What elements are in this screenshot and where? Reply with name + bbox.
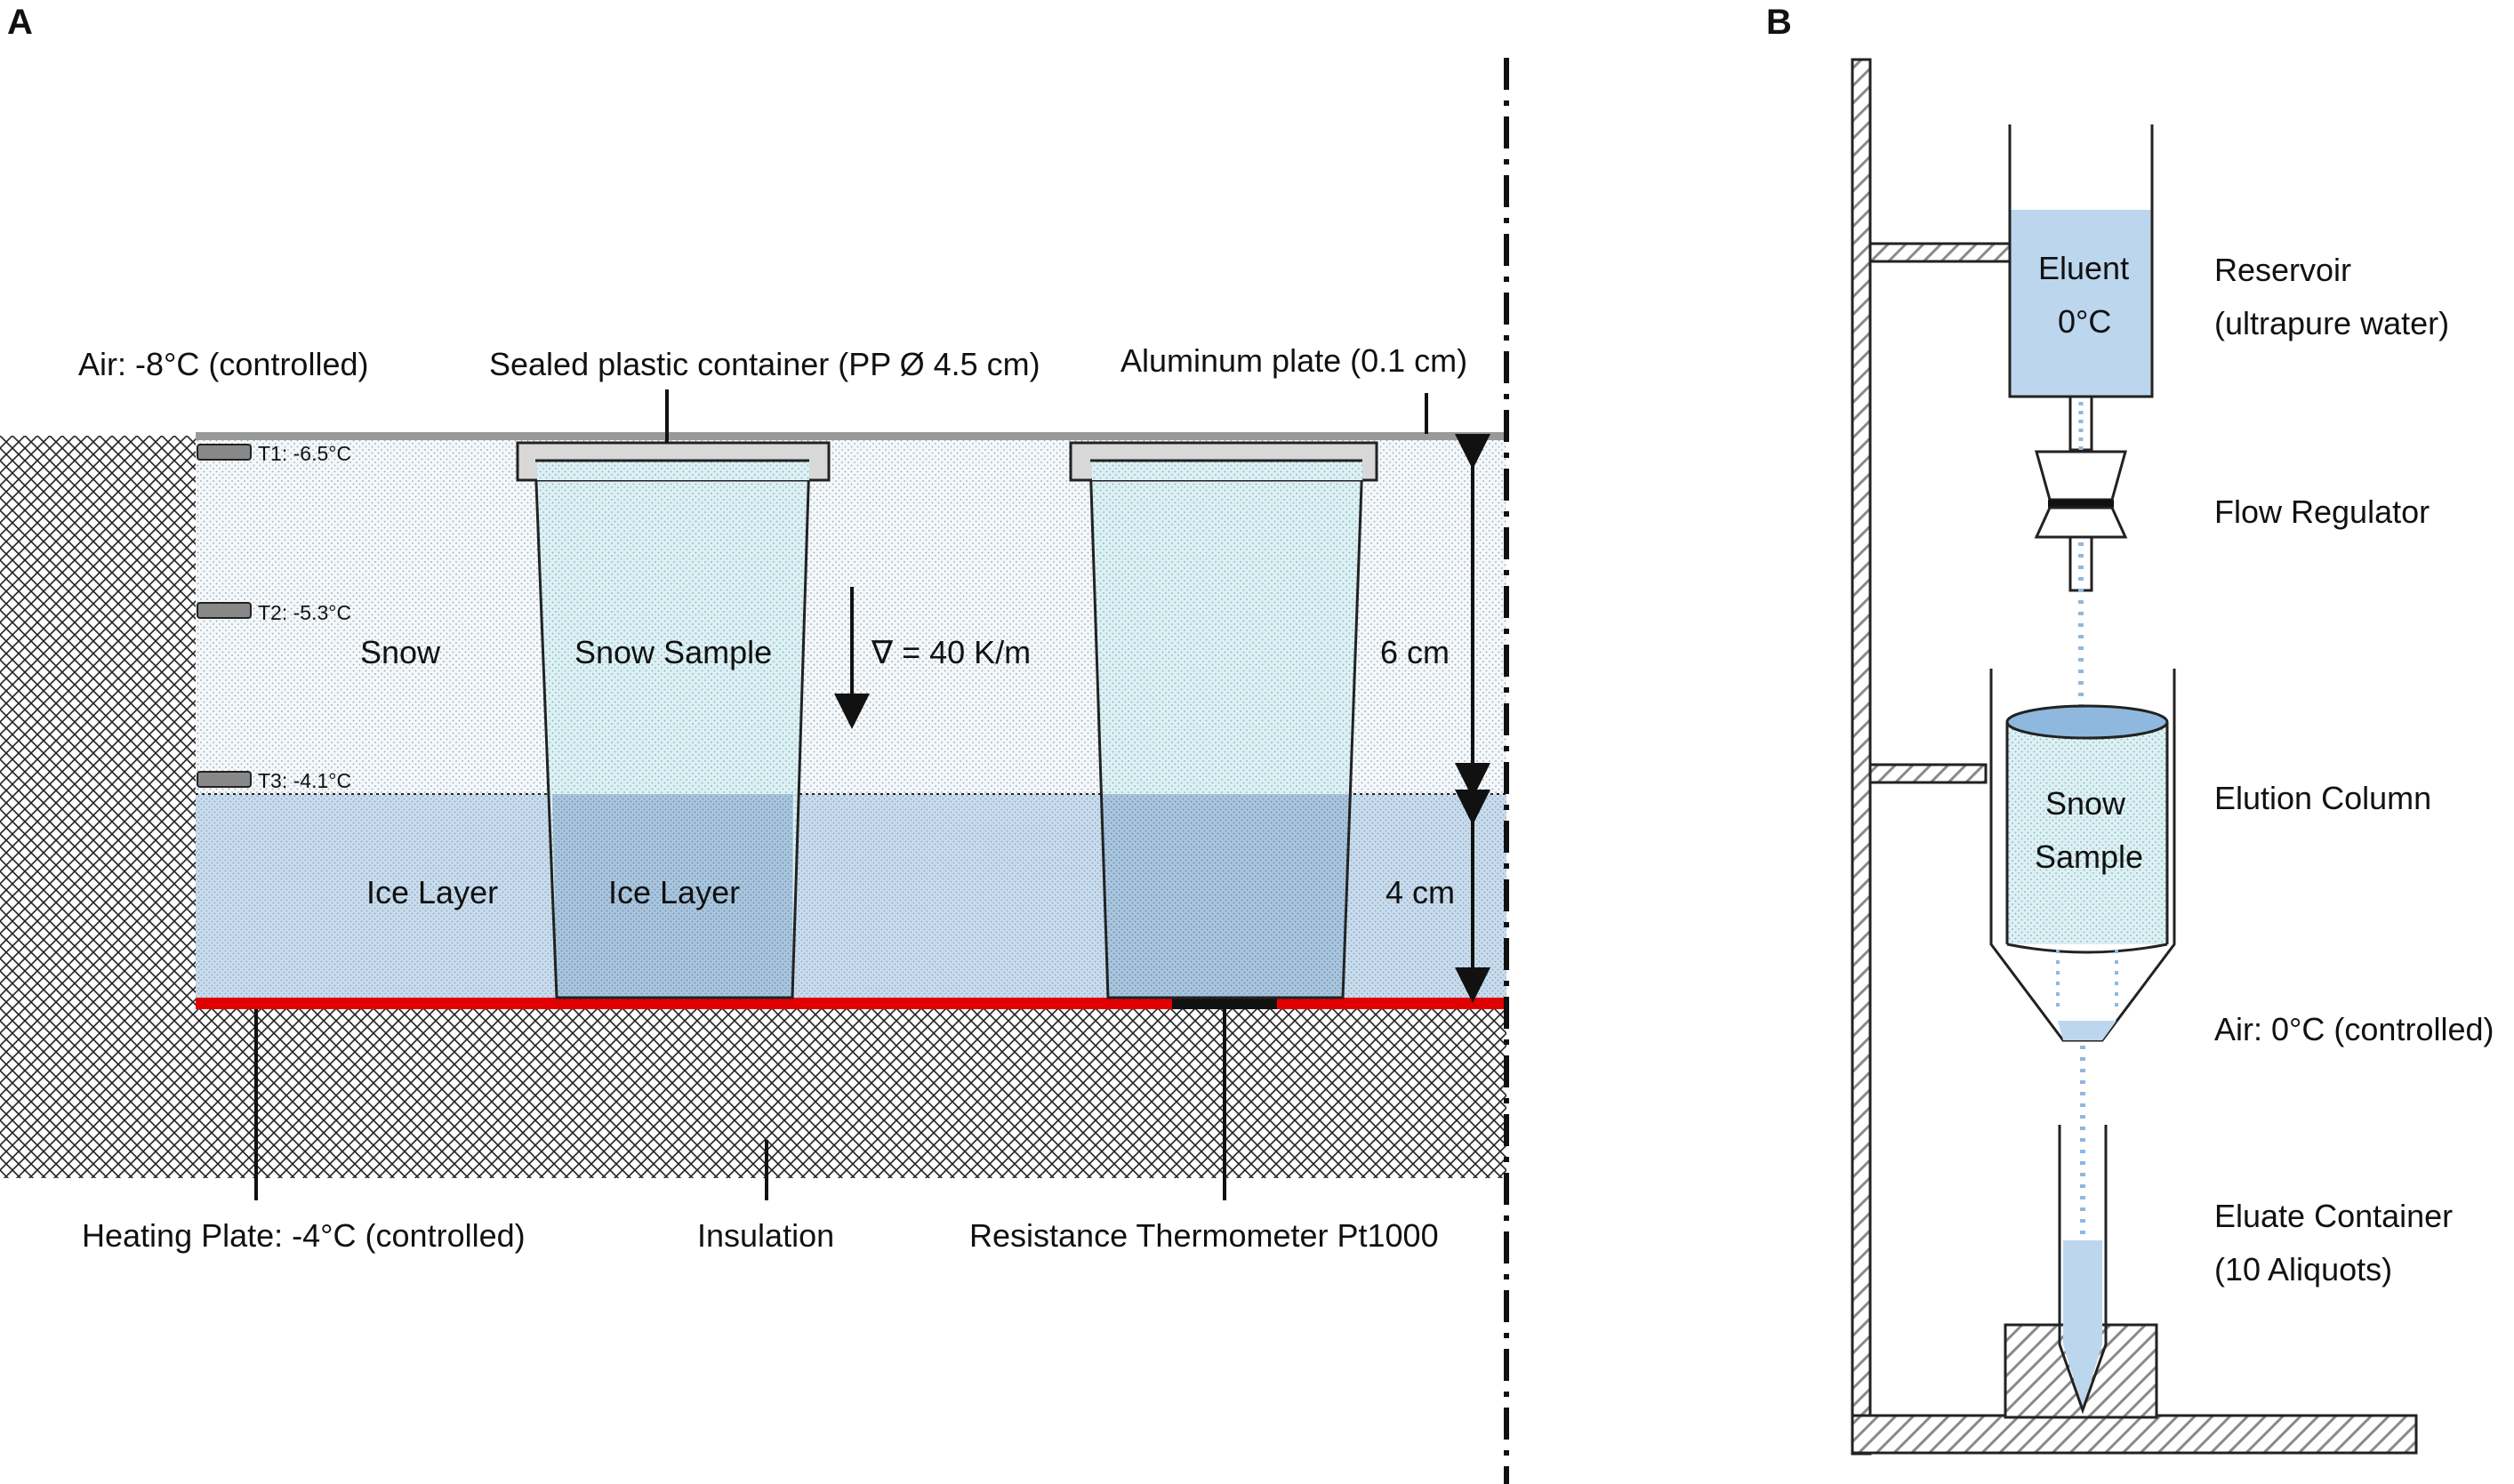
- sensor-t1: [197, 444, 252, 461]
- snow-sample-label: Snow Sample: [574, 634, 772, 670]
- eluate-label-line2: (10 Aliquots): [2214, 1251, 2392, 1287]
- ice-sample-label: Ice Layer: [608, 874, 740, 910]
- aluminum-plate: [196, 432, 1506, 440]
- air-label: Air: -8°C (controlled): [78, 346, 368, 382]
- ice-label: Ice Layer: [366, 874, 498, 910]
- reservoir: [2008, 124, 2154, 398]
- sample-container-2: [1069, 441, 1378, 999]
- panel-b-label: B: [1766, 3, 1792, 42]
- heating-plate: [196, 998, 1506, 1009]
- container-label: Sealed plastic container (PP Ø 4.5 cm): [489, 346, 1040, 382]
- sensor-t3: [197, 771, 252, 788]
- stand-pole: [1851, 58, 1872, 1456]
- panel-a-label: A: [7, 3, 33, 42]
- eluent-label-line1: Eluent: [2038, 250, 2129, 286]
- gradient-label: ∇ = 40 K/m: [871, 634, 1031, 670]
- panel-a: A: [0, 3, 1509, 1484]
- flow-regulator: [2034, 450, 2128, 539]
- plate-label: Aluminum plate (0.1 cm): [1120, 342, 1467, 379]
- heating-label: Heating Plate: -4°C (controlled): [82, 1217, 526, 1254]
- insulation-left: [0, 436, 196, 1178]
- ice-height-label: 4 cm: [1386, 874, 1455, 910]
- sensor-t3-label: T3: -4.1°C: [258, 769, 351, 792]
- flow-regulator-label: Flow Regulator: [2214, 493, 2430, 530]
- sensor-t2-label: T2: -5.3°C: [258, 601, 351, 624]
- elution-column: [1989, 669, 2176, 1042]
- reservoir-label-line1: Reservoir: [2214, 252, 2351, 288]
- column-arm: [1868, 763, 1988, 784]
- air-b-label: Air: 0°C (controlled): [2214, 1011, 2494, 1047]
- stand-base: [1851, 1414, 2418, 1455]
- sensor-t1-label: T1: -6.5°C: [258, 442, 351, 465]
- insulation-bottom: [196, 1005, 1506, 1178]
- thermometer-label: Resistance Thermometer Pt1000: [969, 1217, 1439, 1254]
- panel-b: B Eluent 0°C: [1766, 3, 2494, 1456]
- eluate-label-line1: Eluate Container: [2214, 1198, 2453, 1234]
- eluate-container: [2058, 1125, 2108, 1415]
- column-sample-line2: Sample: [2035, 838, 2143, 875]
- sample-container-1: [516, 441, 831, 999]
- reservoir-arm: [1868, 242, 2012, 263]
- insulation-label: Insulation: [697, 1217, 834, 1254]
- resistance-thermometer: [1172, 998, 1277, 1009]
- column-sample-line1: Snow: [2045, 785, 2126, 822]
- eluent-label-line2: 0°C: [2058, 303, 2111, 340]
- elution-column-label: Elution Column: [2214, 780, 2431, 816]
- snow-height-label: 6 cm: [1380, 634, 1450, 670]
- reservoir-label-line2: (ultrapure water): [2214, 305, 2449, 341]
- snow-label: Snow: [360, 634, 441, 670]
- sensor-t2: [197, 602, 252, 619]
